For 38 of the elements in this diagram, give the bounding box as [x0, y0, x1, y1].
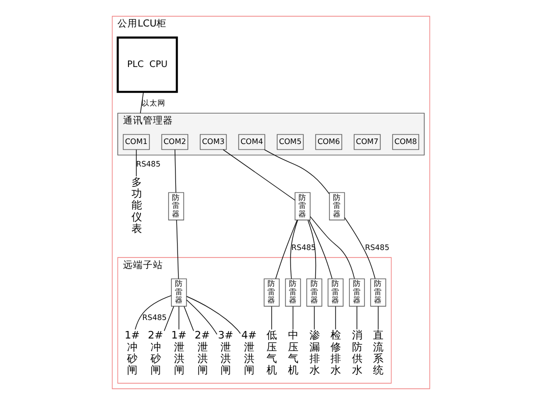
connector — [292, 306, 294, 330]
connector — [140, 92, 144, 114]
node-text: 多功能仪表 — [131, 176, 142, 236]
connector — [222, 149, 296, 201]
node-text: 消防供水 — [352, 330, 362, 377]
connector — [344, 217, 376, 279]
node-text: 1#泄洪闸 — [171, 330, 187, 377]
node-text: 1#冲砂闸 — [124, 330, 140, 377]
node-text: 2#冲砂闸 — [148, 330, 164, 377]
connector — [184, 306, 194, 332]
node-box: PLC CPU — [116, 36, 178, 93]
connector — [136, 149, 137, 177]
connector — [314, 306, 315, 330]
connector — [271, 306, 272, 330]
node-text: 渗漏排水 — [309, 330, 320, 377]
connector — [178, 306, 180, 330]
connector — [275, 220, 298, 280]
connector — [186, 296, 241, 334]
connector — [310, 216, 355, 279]
node-text: 2#泄洪闸 — [194, 330, 210, 377]
connector — [356, 306, 358, 330]
connector — [290, 220, 298, 280]
connector — [335, 306, 336, 330]
connector — [176, 220, 179, 279]
node-text: 检修排水 — [330, 330, 341, 377]
connector — [308, 220, 316, 280]
node-text: 3#泄洪闸 — [218, 330, 234, 377]
connector — [264, 149, 330, 194]
connector — [308, 220, 332, 279]
connector — [378, 306, 379, 330]
node-text: 直流系统 — [373, 330, 384, 377]
node-text: 中压气机 — [288, 330, 298, 377]
connector — [174, 149, 176, 193]
node-text: 4#泄洪闸 — [241, 330, 257, 377]
node-text: 低压气机 — [266, 330, 277, 377]
connector — [134, 295, 172, 330]
connector — [164, 306, 174, 332]
connector — [186, 300, 218, 335]
